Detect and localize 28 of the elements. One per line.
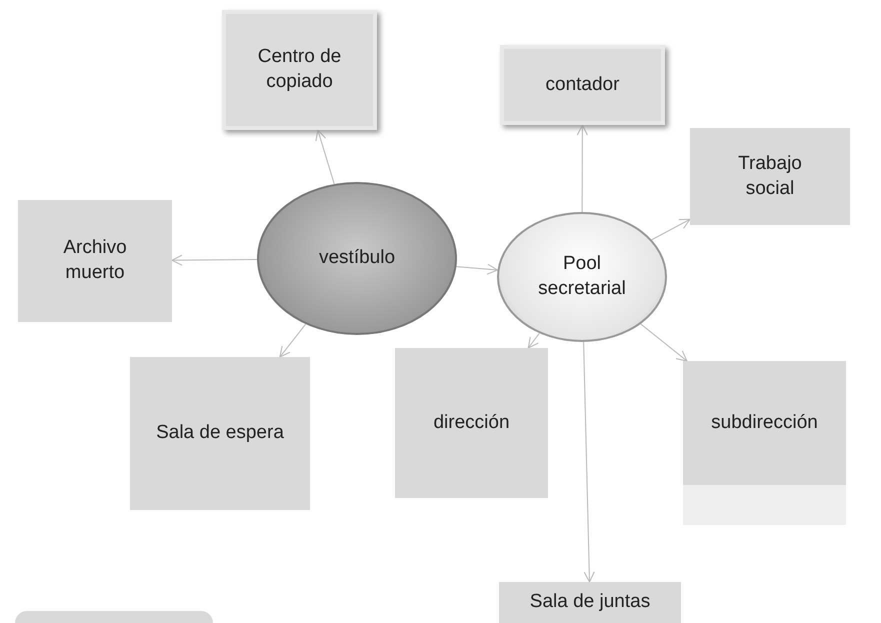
node-label: contador (544, 72, 620, 97)
process-box (395, 348, 548, 498)
arrow (576, 124, 588, 212)
arrow (651, 218, 690, 240)
rounded-box (15, 611, 213, 623)
node-label: dirección (432, 410, 511, 435)
node-label: Centro de copiado (256, 45, 342, 94)
process-box (18, 200, 172, 322)
arrow (279, 324, 306, 358)
arrow (456, 264, 498, 275)
arrow (172, 254, 258, 266)
process-box (222, 10, 377, 130)
node-label: Archivo muerto (62, 236, 128, 285)
arrow (583, 342, 595, 582)
node-label: subdirección (710, 410, 819, 435)
node-label: Sala de espera (155, 421, 285, 446)
process-box (499, 582, 681, 623)
process-box (130, 357, 310, 510)
arrow (528, 332, 540, 348)
process-box (500, 45, 665, 125)
node-label: Pool secretarial (537, 252, 627, 301)
node-label: Trabajo social (737, 152, 803, 200)
node-label: Sala de juntas (528, 590, 652, 614)
process-box (683, 361, 846, 485)
arrow (640, 323, 688, 362)
node-label: vestíbulo (318, 246, 396, 270)
arrow (315, 130, 335, 184)
process-box (690, 128, 850, 225)
